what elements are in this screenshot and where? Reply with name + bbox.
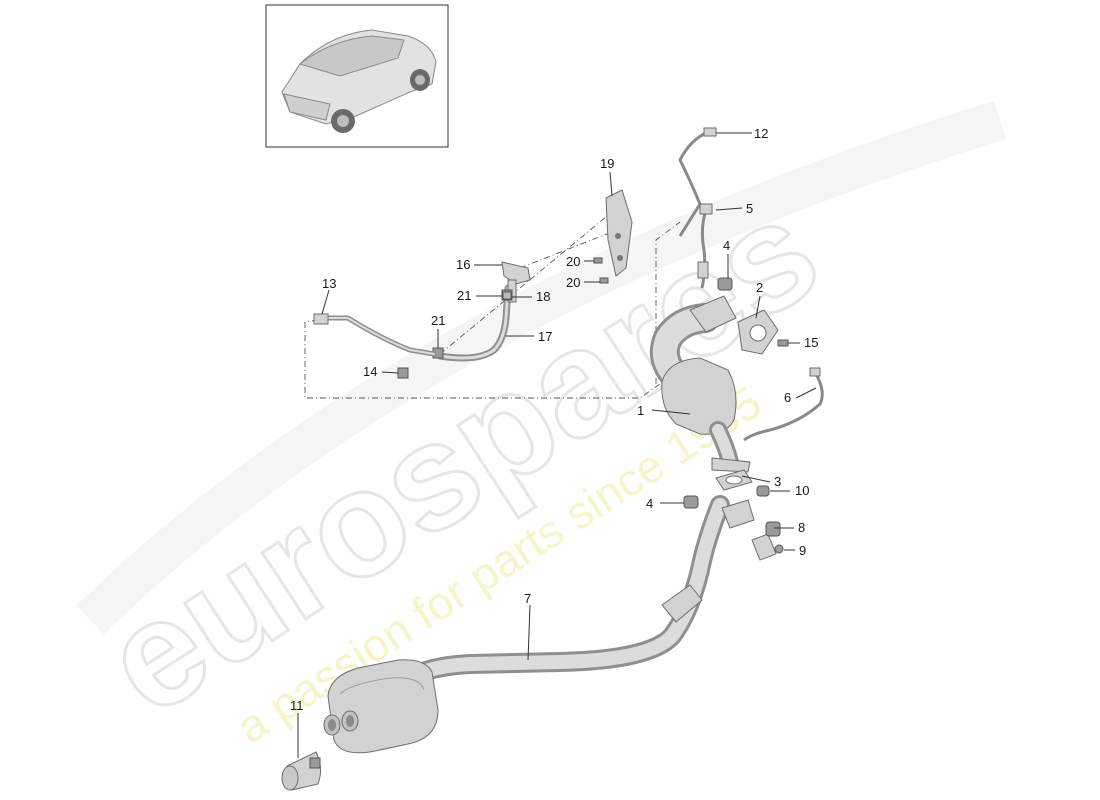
callout-3: 3 — [774, 474, 781, 489]
callout-5: 5 — [746, 201, 753, 216]
hose-13 — [313, 313, 437, 357]
callout-4-top: 4 — [723, 238, 730, 253]
pipe-17 — [436, 284, 512, 362]
bracket-19 — [605, 189, 633, 277]
bolt-20-bottom — [599, 277, 609, 284]
nut-4-bottom — [683, 495, 699, 509]
callout-labels: 1 2 3 4 4 5 6 7 8 9 10 11 12 13 14 15 16… — [290, 126, 818, 713]
nut-10 — [756, 485, 770, 497]
rear-muffler — [323, 659, 439, 754]
callout-14: 14 — [363, 364, 377, 379]
bolt-20-top — [593, 257, 603, 264]
callout-1: 1 — [637, 403, 644, 418]
callout-19: 19 — [600, 156, 614, 171]
callout-10: 10 — [795, 483, 809, 498]
callout-21-top: 21 — [457, 288, 471, 303]
clip-21-top — [502, 291, 512, 300]
bolt-9 — [774, 544, 784, 554]
callout-21-bottom: 21 — [431, 313, 445, 328]
exhaust-pipe-7 — [400, 495, 730, 688]
clip-14 — [397, 367, 409, 379]
group-line-left — [304, 322, 661, 399]
callout-12: 12 — [754, 126, 768, 141]
callout-2: 2 — [756, 280, 763, 295]
callout-17: 17 — [538, 329, 552, 344]
callout-20-bottom: 20 — [566, 275, 580, 290]
tailpipe-left — [323, 714, 341, 736]
leader-lines — [297, 132, 817, 758]
group-line-bracket — [439, 211, 613, 355]
clamp-11 — [281, 751, 322, 791]
lambda-sensor-6 — [743, 367, 824, 442]
watermark-swoosh — [76, 100, 1006, 635]
turbo-flange — [689, 295, 737, 333]
tailpipe-right — [341, 710, 359, 732]
callout-16: 16 — [456, 257, 470, 272]
car-icon — [281, 29, 437, 133]
callout-8: 8 — [798, 520, 805, 535]
gasket-2 — [737, 309, 779, 355]
callout-4-bottom: 4 — [646, 496, 653, 511]
nut-4-top — [717, 277, 733, 291]
callout-9: 9 — [799, 543, 806, 558]
callout-6: 6 — [784, 390, 791, 405]
lambda-sensor-12 — [678, 127, 717, 237]
bolt-15 — [777, 339, 789, 347]
catalytic-converter-1 — [649, 303, 751, 473]
lambda-sensor-5 — [697, 203, 713, 289]
callout-7: 7 — [524, 591, 531, 606]
gasket-3 — [715, 469, 753, 491]
callout-13: 13 — [322, 276, 336, 291]
callout-11: 11 — [290, 698, 304, 713]
hanger-8 — [751, 521, 781, 561]
vehicle-thumbnail — [265, 4, 449, 148]
bracket-mount — [721, 499, 755, 529]
callout-15: 15 — [804, 335, 818, 350]
callout-20-top: 20 — [566, 254, 580, 269]
callout-18: 18 — [536, 289, 550, 304]
pipe-7-catalyst-section — [661, 584, 703, 623]
